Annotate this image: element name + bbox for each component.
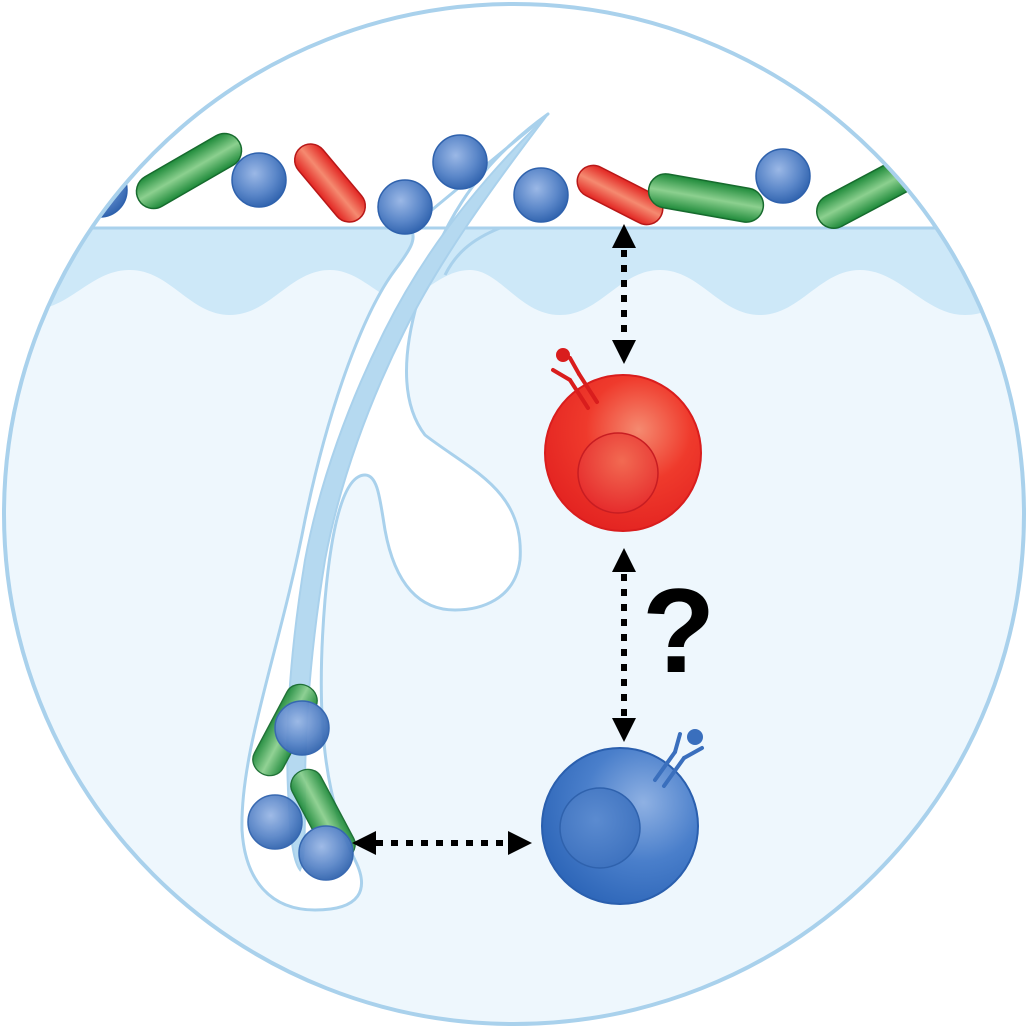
red-cell-nucleus [577,432,659,514]
hair-follicle-lumen [418,226,501,276]
blue-microbe [755,148,811,204]
blue-microbe [377,179,433,235]
double-headed-dotted-arrow [612,548,636,742]
red-immune-cell [544,348,702,532]
blue-microbe [513,167,569,223]
blue-immune-cell [541,729,704,905]
double-headed-dotted-arrow [612,224,636,364]
question-mark-label: ? [642,564,715,698]
blue-microbe [298,825,354,881]
blue-microbe [231,152,287,208]
blue-cell-nucleus [559,787,641,869]
skin-cross-section [4,112,1024,1024]
blue-microbe [274,700,330,756]
receptor-icon [551,348,599,410]
blue-microbe [247,794,303,850]
double-headed-dotted-arrow [352,831,532,855]
dermis-tissue [4,228,1024,1024]
receptor-icon [653,729,704,788]
blue-microbe [432,134,488,190]
epidermis-band [4,228,1024,315]
hair-shaft [286,113,549,872]
